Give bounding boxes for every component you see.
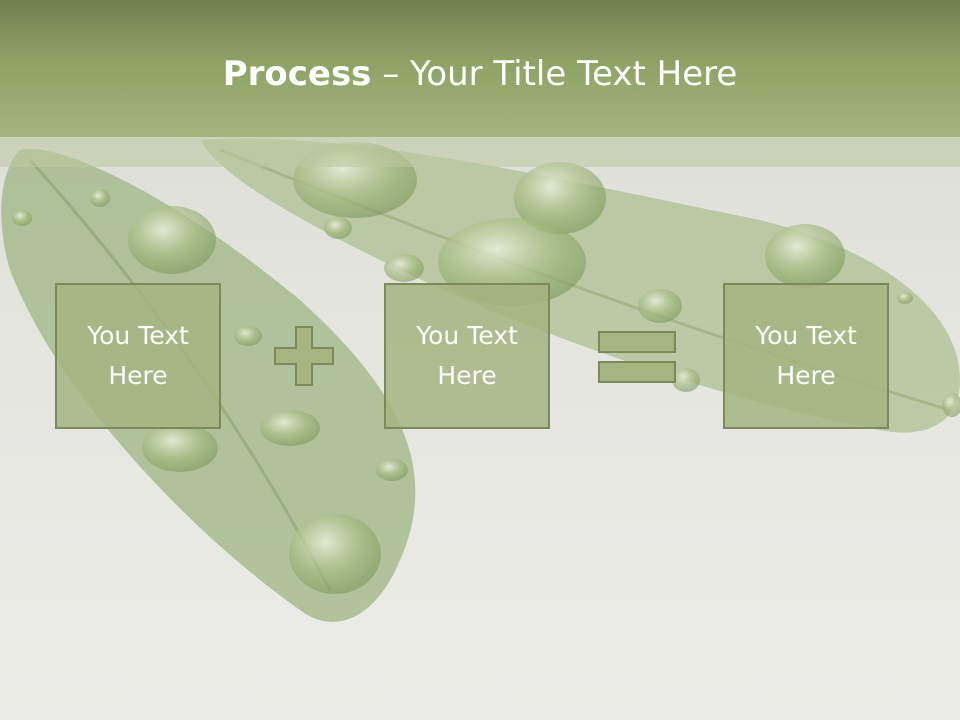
process-box-3[interactable]: You Text Here (723, 283, 889, 429)
title-bold: Process (222, 54, 372, 94)
process-box-2[interactable]: You Text Here (384, 283, 550, 429)
slide-title: Process – Your Title Text Here (0, 48, 960, 100)
process-box-3-text: You Text Here (755, 321, 857, 390)
title-rest: – Your Title Text Here (371, 54, 738, 94)
plus-icon (274, 326, 334, 386)
equals-icon (598, 331, 676, 383)
title-strip (0, 137, 960, 167)
title-bar (0, 0, 960, 137)
process-box-1-text: You Text Here (87, 321, 189, 390)
process-box-2-text: You Text Here (416, 321, 518, 390)
process-box-1[interactable]: You Text Here (55, 283, 221, 429)
